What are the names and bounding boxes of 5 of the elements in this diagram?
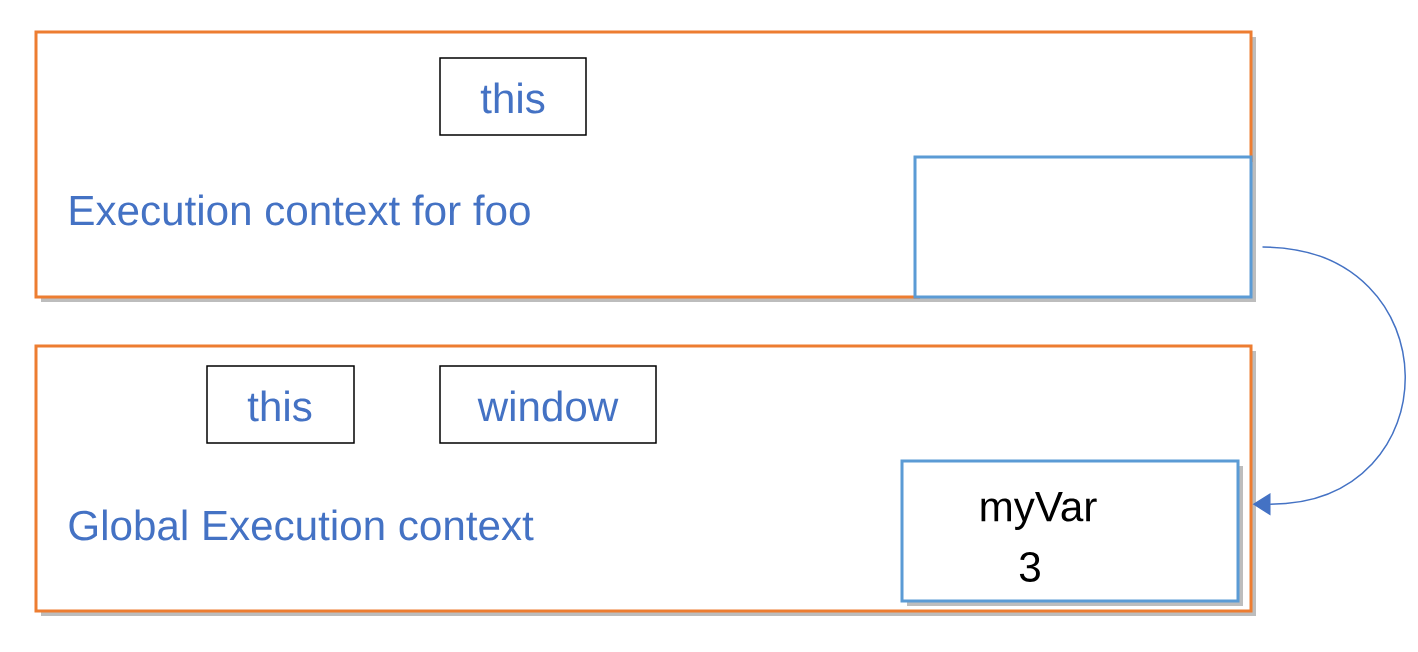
empty-box bbox=[913, 155, 1256, 302]
keyword-box: this bbox=[206, 365, 355, 444]
variable-box: myVar 3 bbox=[900, 459, 1243, 606]
keyword-box: this bbox=[439, 57, 587, 136]
keyword-box: window bbox=[439, 365, 657, 444]
